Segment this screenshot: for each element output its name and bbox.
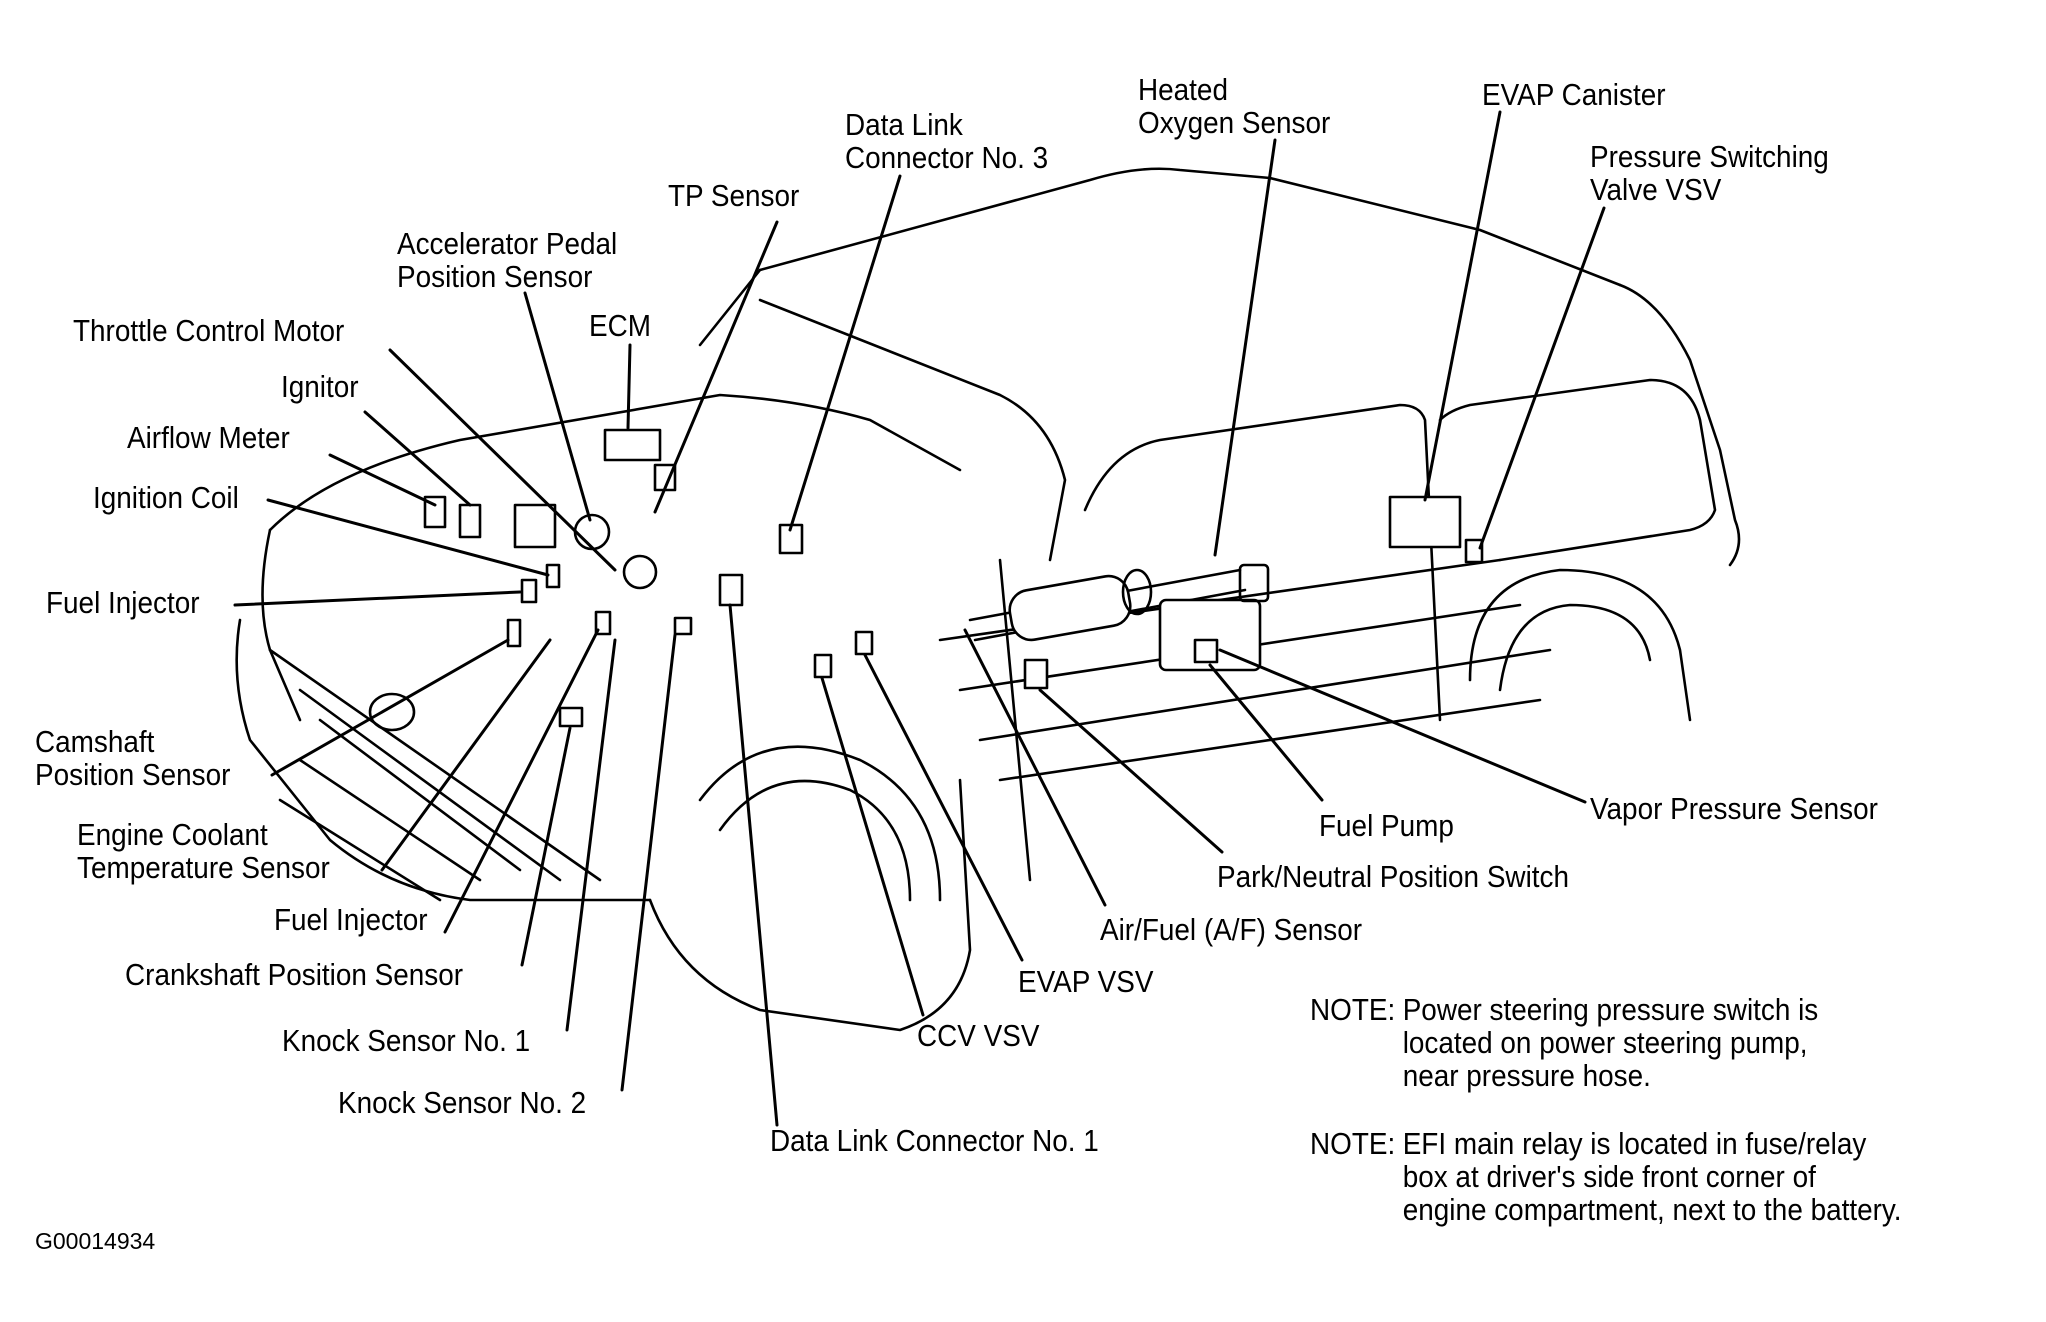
fuel-injector-component [520, 578, 538, 604]
park-neutral-switch-component [1023, 658, 1049, 690]
label-knock-sensor-1: Knock Sensor No. 1 [282, 1023, 531, 1058]
label-evap-canister: EVAP Canister [1482, 77, 1666, 112]
note-line: box at driver's side front corner of [1402, 1159, 1816, 1194]
accelerator-pedal-sensor-component [573, 513, 611, 551]
ccv-vsv-component [813, 653, 833, 679]
label-line: Engine Coolant [77, 817, 268, 852]
camshaft-sensor-component [506, 618, 522, 648]
note-line: located on power steering pump, [1402, 1025, 1808, 1060]
ecm-component [603, 428, 662, 462]
label-tp-sensor: TP Sensor [668, 178, 800, 213]
label-line: Valve VSV [1590, 172, 1722, 207]
note-line: near pressure hose. [1402, 1058, 1651, 1093]
ignitor-component [458, 503, 482, 539]
note-line: engine compartment, next to the battery. [1402, 1192, 1902, 1227]
note-heading: NOTE: [1310, 992, 1396, 1027]
throttle-control-motor-component [622, 554, 658, 590]
label-line: Position Sensor [35, 757, 231, 792]
label-fuel-pump: Fuel Pump [1319, 808, 1454, 843]
airflow-meter-component [423, 495, 447, 529]
dlc1-component [718, 573, 744, 607]
note-body: EFI main relay is located in fuse/relay … [1403, 1127, 1902, 1226]
label-evap-vsv: EVAP VSV [1018, 964, 1154, 999]
label-line: Temperature Sensor [77, 850, 330, 885]
vehicle-body [235, 167, 1741, 1032]
leader-lines [233, 110, 1606, 1127]
label-ccv-vsv: CCV VSV [917, 1018, 1040, 1053]
label-line: Accelerator Pedal [397, 226, 618, 261]
label-vapor-pressure-sensor: Vapor Pressure Sensor [1590, 791, 1878, 826]
label-data-link-connector-3: Data Link Connector No. 3 [845, 108, 1048, 174]
throttle-body-component [513, 503, 557, 549]
label-knock-sensor-2: Knock Sensor No. 2 [338, 1085, 587, 1120]
label-crankshaft-position-sensor: Crankshaft Position Sensor [125, 957, 464, 992]
label-engine-coolant-temperature-sensor: Engine Coolant Temperature Sensor [77, 818, 330, 884]
label-pressure-switching-valve-vsv: Pressure Switching Valve VSV [1590, 140, 1829, 206]
label-throttle-control-motor: Throttle Control Motor [73, 313, 345, 348]
note-body: Power steering pressure switch is locate… [1403, 993, 1819, 1092]
label-fuel-injector-lower: Fuel Injector [274, 902, 428, 937]
evap-vsv-component [854, 630, 874, 656]
label-heated-oxygen-sensor: Heated Oxygen Sensor [1138, 73, 1330, 139]
crankshaft-sensor-component [558, 706, 584, 728]
label-fuel-injector-upper: Fuel Injector [46, 585, 200, 620]
label-line: Data Link [845, 107, 963, 142]
label-line: Pressure Switching [1590, 139, 1829, 174]
label-park-neutral-position-switch: Park/Neutral Position Switch [1217, 859, 1569, 894]
label-data-link-connector-1: Data Link Connector No. 1 [770, 1123, 1099, 1158]
evap-canister-component [1388, 495, 1462, 549]
note-heading: NOTE: [1310, 1126, 1396, 1161]
knock-sensor-component [673, 616, 693, 636]
label-air-fuel-sensor: Air/Fuel (A/F) Sensor [1100, 912, 1363, 947]
ect-sensor-component [594, 610, 612, 636]
figure-id: G00014934 [35, 1228, 156, 1254]
pressure-switching-valve-component [1464, 538, 1484, 564]
label-line: Connector No. 3 [845, 140, 1049, 175]
note-line: Power steering pressure switch is [1402, 992, 1819, 1027]
label-line: Camshaft [35, 724, 155, 759]
component-markers [423, 428, 1484, 728]
label-ignitor: Ignitor [281, 369, 359, 404]
label-airflow-meter: Airflow Meter [127, 420, 290, 455]
label-ecm: ECM [589, 308, 652, 343]
label-line: Heated [1138, 72, 1228, 107]
label-accelerator-pedal-position-sensor: Accelerator Pedal Position Sensor [397, 227, 617, 293]
label-ignition-coil: Ignition Coil [93, 480, 239, 515]
label-line: Position Sensor [397, 259, 593, 294]
vapor-pressure-sensor-component [1193, 638, 1219, 664]
label-camshaft-position-sensor: Camshaft Position Sensor [35, 725, 230, 791]
note-line: EFI main relay is located in fuse/relay [1402, 1126, 1867, 1161]
label-line: Oxygen Sensor [1138, 105, 1331, 140]
